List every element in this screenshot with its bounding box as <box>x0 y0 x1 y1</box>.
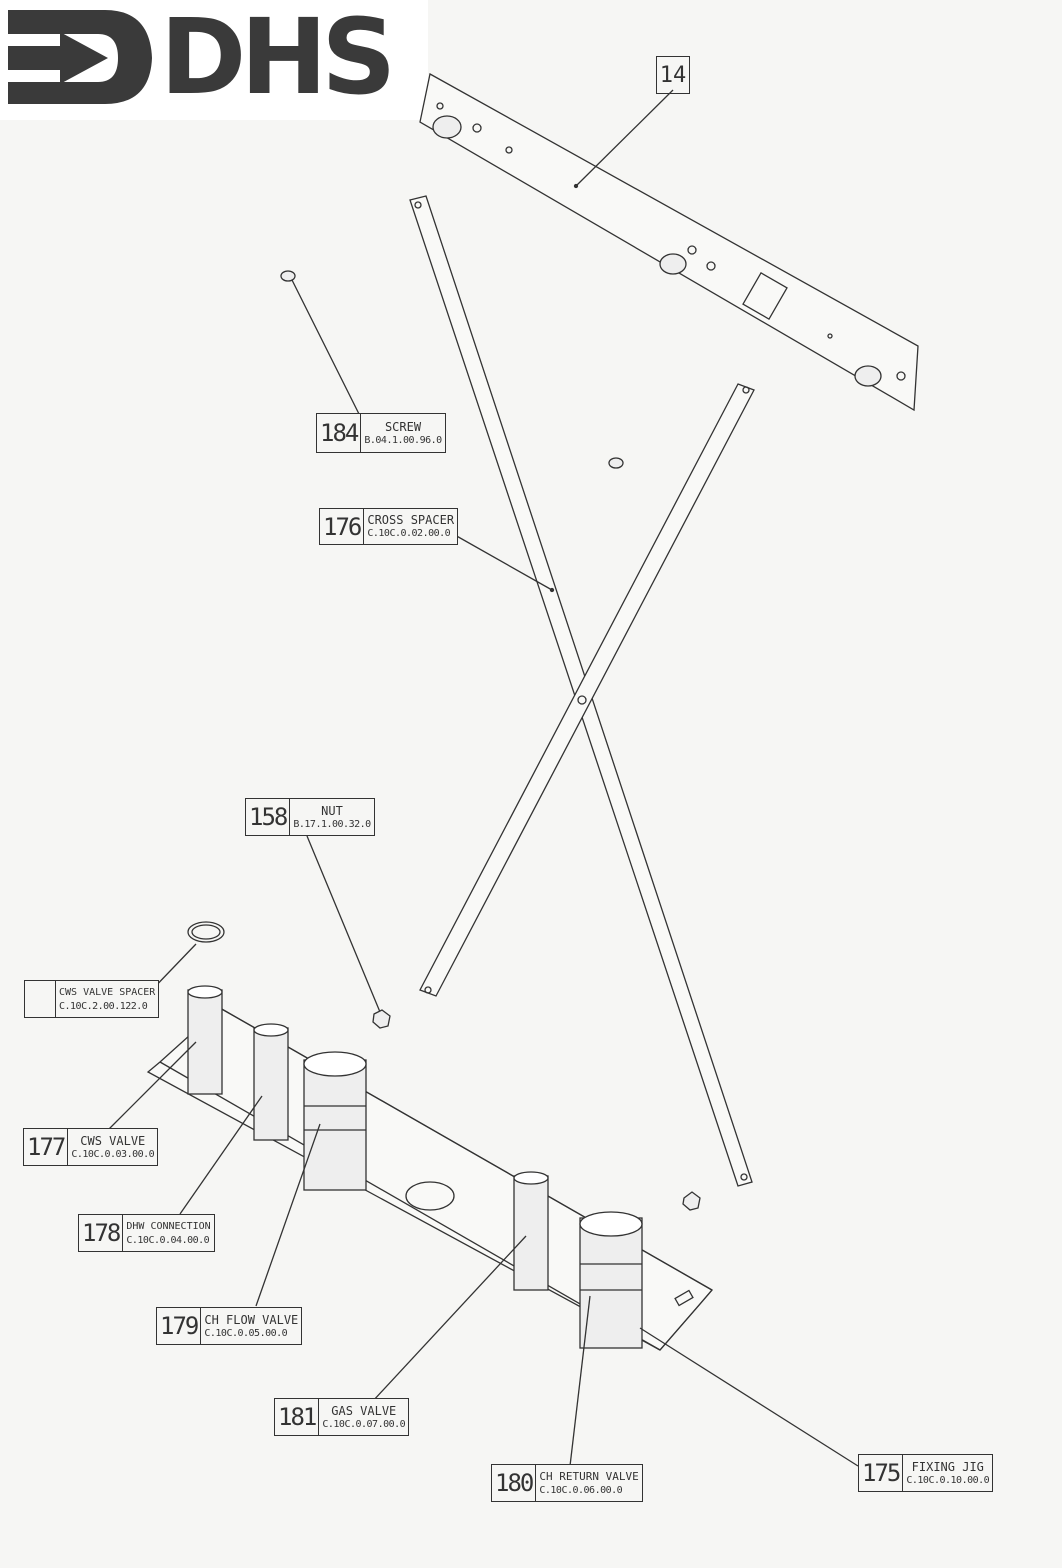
callout-number: 184 <box>317 414 362 452</box>
logo: DHS <box>0 0 428 120</box>
callout-code: C.10C.0.07.00.0 <box>322 1418 406 1430</box>
ch-return-valve-part <box>579 1211 643 1349</box>
logo-text: DHS <box>160 0 396 118</box>
callout-code: C.10C.0.10.00.0 <box>906 1474 990 1486</box>
callout-dhw-connection: 178 DHW CONNECTION C.10C.0.04.00.0 <box>78 1214 215 1252</box>
callout-cws-valve-spacer: CWS VALVE SPACER C.10C.2.00.122.0 <box>24 980 160 1018</box>
callout-name: CWS VALVE SPACER <box>59 986 156 998</box>
cws-valve-part <box>187 985 223 1095</box>
callout-name: DHW CONNECTION <box>126 1220 211 1232</box>
callout-number: 179 <box>157 1308 202 1344</box>
callout-number: 176 <box>320 509 365 544</box>
callout-code: C.10C.0.06.00.0 <box>539 1484 623 1496</box>
callout-name: NUT <box>321 803 343 818</box>
callout-code: C.10C.0.03.00.0 <box>71 1148 155 1160</box>
callout-name: CROSS SPACER <box>367 513 455 527</box>
callout-number <box>25 981 56 1017</box>
nut-part <box>306 835 701 1211</box>
o-ring-part <box>187 921 225 943</box>
dhw-connection-part <box>253 1023 289 1141</box>
screw-part <box>280 270 624 469</box>
callout-number: 181 <box>275 1399 320 1435</box>
callout-code: C.10C.0.02.00.0 <box>367 528 451 539</box>
callout-number: 180 <box>492 1465 537 1501</box>
top-rail-part <box>419 73 919 412</box>
callout-name: SCREW <box>384 419 422 434</box>
callout-name: CWS VALVE <box>80 1133 146 1148</box>
logo-arrow-icon <box>8 10 152 104</box>
callout-name: FIXING JIG <box>911 1459 984 1474</box>
callout-number: 158 <box>246 799 291 835</box>
callout-number: 178 <box>79 1215 124 1251</box>
callout-code: B.04.1.00.96.0 <box>364 434 442 446</box>
callout-code: C.10C.0.05.00.0 <box>204 1327 288 1339</box>
callout-code: C.10C.0.04.00.0 <box>126 1234 210 1246</box>
callout-name: CH FLOW VALVE <box>204 1312 299 1327</box>
callout-name: CH RETURN VALVE <box>539 1469 639 1483</box>
reference-number-14: 14 <box>656 56 690 94</box>
callout-code: C.10C.2.00.122.0 <box>59 1000 148 1012</box>
gas-valve-part <box>513 1171 549 1291</box>
callout-number: 175 <box>859 1455 904 1491</box>
cross-spacer-bar-2 <box>419 383 755 997</box>
callout-code: B.17.1.00.32.0 <box>293 818 371 830</box>
ch-flow-valve-part <box>303 1051 367 1191</box>
callout-number: 177 <box>24 1129 69 1165</box>
callout-name: GAS VALVE <box>331 1403 397 1418</box>
